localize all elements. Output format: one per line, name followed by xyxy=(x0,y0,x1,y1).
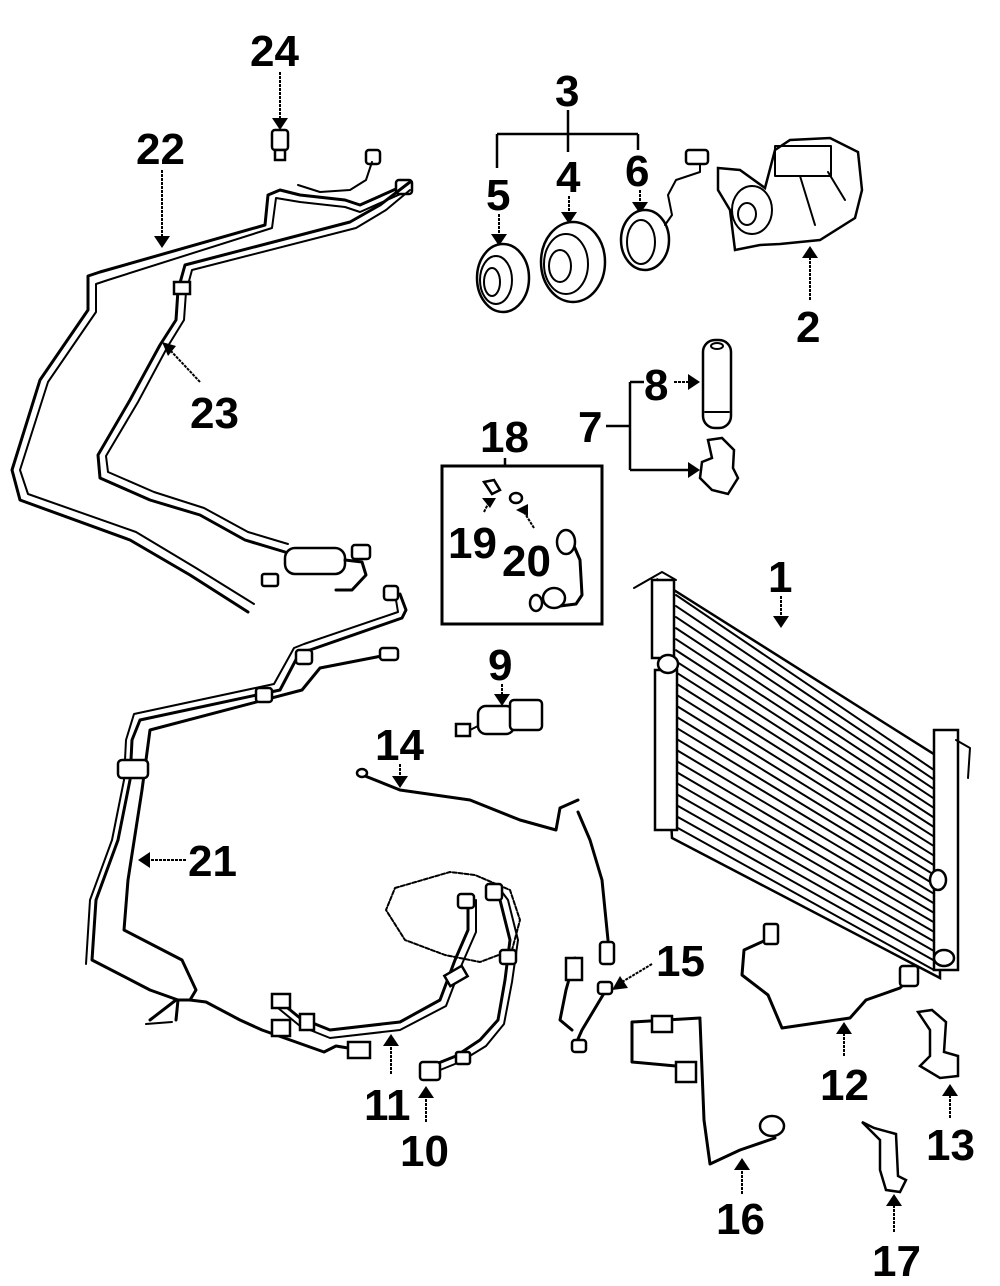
bracket-7 xyxy=(606,380,700,478)
condenser-fin xyxy=(675,748,935,905)
part-13-bracket[interactable] xyxy=(915,1008,960,1080)
part-4-pulley[interactable] xyxy=(539,220,607,304)
condenser-fin xyxy=(675,814,935,962)
callout-2[interactable]: 2 xyxy=(796,303,820,352)
leader-8 xyxy=(674,374,700,390)
leader-17 xyxy=(886,1194,902,1232)
callout-14[interactable]: 14 xyxy=(375,721,424,770)
condenser-fin xyxy=(675,781,935,933)
part-20-o-ring[interactable] xyxy=(508,491,524,505)
kit-box-18 xyxy=(440,464,604,626)
part-10-suction-hose[interactable] xyxy=(418,882,519,1082)
leader-23 xyxy=(162,342,201,383)
callout-4[interactable]: 4 xyxy=(556,153,581,202)
callout-13[interactable]: 13 xyxy=(926,1121,975,1170)
leader-14 xyxy=(392,764,408,788)
leader-22 xyxy=(154,170,170,248)
part-8-receiver-drier[interactable] xyxy=(701,338,733,430)
condenser-fin xyxy=(675,594,935,771)
callout-22[interactable]: 22 xyxy=(136,125,185,174)
callout-23[interactable]: 23 xyxy=(190,389,239,438)
callout-20[interactable]: 20 xyxy=(502,537,551,586)
part-9-expansion-valve[interactable] xyxy=(454,698,544,738)
leader-5 xyxy=(491,214,507,246)
condenser-fin xyxy=(675,792,935,943)
leader-6 xyxy=(632,190,648,214)
leader-1 xyxy=(773,596,789,628)
leader-16 xyxy=(734,1158,750,1194)
condenser-fin xyxy=(675,693,935,857)
part-18-kit-hose[interactable] xyxy=(528,528,584,613)
part-12-condenser-line[interactable] xyxy=(740,922,920,1030)
part-19-valve-core[interactable] xyxy=(481,478,502,496)
part-2-compressor[interactable] xyxy=(716,136,864,252)
leader-10 xyxy=(418,1086,434,1122)
callout-5[interactable]: 5 xyxy=(486,171,510,220)
condenser-fin xyxy=(675,759,935,914)
callout-24[interactable]: 24 xyxy=(250,27,299,76)
leader-9 xyxy=(494,684,510,706)
condenser-fin xyxy=(675,638,935,810)
callout-9[interactable]: 9 xyxy=(488,641,512,690)
callout-15[interactable]: 15 xyxy=(656,937,705,986)
leader-4 xyxy=(561,196,577,224)
part-11-discharge-hose[interactable] xyxy=(270,892,477,1039)
leader-20 xyxy=(516,504,535,529)
condenser-fin xyxy=(675,826,935,971)
condenser-fin xyxy=(675,726,935,886)
leader-11 xyxy=(383,1034,399,1074)
part-15-liquid-line[interactable] xyxy=(558,810,616,1054)
leader-15 xyxy=(612,963,653,990)
leader-13 xyxy=(942,1084,958,1118)
condenser-fin xyxy=(675,649,935,819)
part-14-liquid-line[interactable] xyxy=(355,767,580,832)
condenser-fin xyxy=(675,803,935,952)
condenser-fin xyxy=(675,770,935,924)
callout-8[interactable]: 8 xyxy=(644,361,668,410)
condenser-fin xyxy=(675,682,935,848)
condenser-fin xyxy=(675,671,935,838)
leader-2 xyxy=(802,246,818,300)
condenser-fins xyxy=(675,594,935,971)
callout-1[interactable]: 1 xyxy=(768,553,792,602)
callout-7[interactable]: 7 xyxy=(578,403,602,452)
callout-16[interactable]: 16 xyxy=(716,1195,765,1244)
condenser-fin xyxy=(675,627,935,800)
callout-6[interactable]: 6 xyxy=(625,147,649,196)
condenser-fin xyxy=(675,704,935,867)
callout-19[interactable]: 19 xyxy=(448,519,497,568)
part-5-clutch-hub[interactable] xyxy=(475,242,531,314)
condenser-fin xyxy=(675,660,935,829)
condenser-fin xyxy=(675,737,935,895)
part-16-liquid-line[interactable] xyxy=(630,1014,786,1166)
callout-21[interactable]: 21 xyxy=(188,837,237,886)
part-7-drier-bracket[interactable] xyxy=(698,436,740,496)
callout-11[interactable]: 11 xyxy=(364,1081,411,1130)
condenser-fin xyxy=(675,715,935,876)
part-24-pressure-switch[interactable] xyxy=(270,128,290,162)
leader-21 xyxy=(138,852,186,868)
part-22-liquid-line[interactable] xyxy=(10,148,414,614)
leader-19 xyxy=(482,498,496,513)
leader-24 xyxy=(272,72,288,130)
bracket-3 xyxy=(495,110,640,168)
callout-17[interactable]: 17 xyxy=(872,1237,921,1286)
callout-12[interactable]: 12 xyxy=(820,1061,869,1110)
callout-3[interactable]: 3 xyxy=(555,67,579,116)
leader-12 xyxy=(836,1022,852,1056)
part-1-condenser[interactable] xyxy=(633,571,971,981)
callout-10[interactable]: 10 xyxy=(400,1127,449,1176)
condenser-fin xyxy=(675,605,935,781)
part-23-suction-line[interactable] xyxy=(96,180,412,592)
part-21-rear-lines[interactable] xyxy=(85,584,408,1060)
part-17-bracket[interactable] xyxy=(861,1120,908,1194)
part-6-clutch-coil[interactable] xyxy=(619,148,710,272)
callout-18[interactable]: 18 xyxy=(480,413,529,462)
condenser-fin xyxy=(675,616,935,791)
